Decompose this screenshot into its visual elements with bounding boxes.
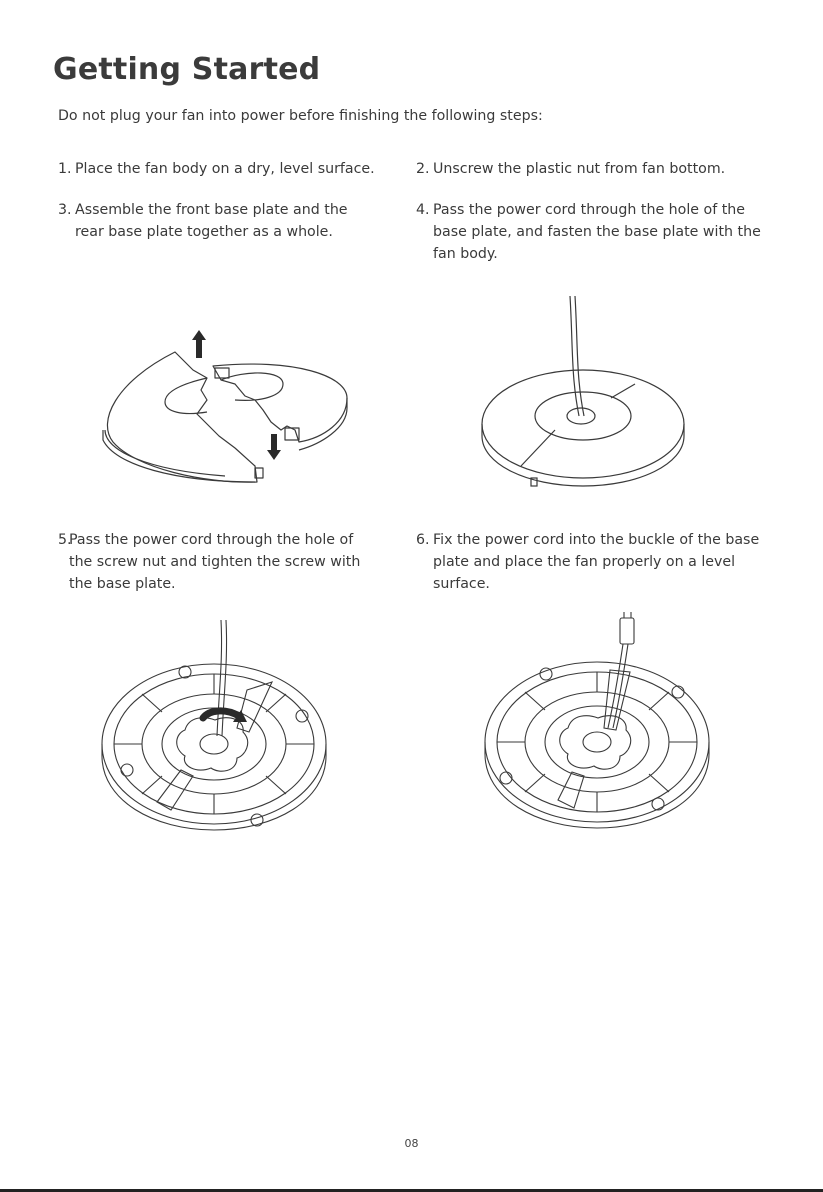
figure-tighten-screw-nut [101, 620, 327, 831]
figure-assemble-base-plates [102, 330, 348, 483]
page-title: Getting Started [53, 52, 321, 87]
intro-text: Do not plug your fan into power before f… [58, 108, 543, 124]
step-1-number: 1. [58, 161, 72, 177]
step-3-text: Assemble the front base plate and the re… [75, 202, 348, 240]
step-3: 3. Assemble the front base plate and the… [58, 199, 375, 243]
step-2-text: Unscrew the plastic nut from fan bottom. [433, 161, 726, 177]
page-number: 08 [404, 1137, 419, 1150]
step-2-number: 2. [416, 161, 430, 177]
figure-pass-cord-base [481, 296, 685, 487]
step-6-number: 6. [416, 532, 430, 548]
step-6: 6. Fix the power cord into the buckle of… [416, 529, 783, 595]
step-1: 1. Place the fan body on a dry, level su… [58, 158, 415, 180]
step-4-number: 4. [416, 202, 430, 218]
step-6-text: Fix the power cord into the buckle of th… [433, 532, 760, 592]
step-3-number: 3. [58, 202, 72, 218]
figure-fix-cord-buckle [484, 612, 710, 829]
step-2: 2. Unscrew the plastic nut from fan bott… [416, 158, 793, 180]
step-5-text: Pass the power cord through the hole of … [69, 532, 361, 592]
bottom-rule [0, 1189, 823, 1192]
step-5-number: 5. [58, 532, 72, 548]
step-5: 5. Pass the power cord through the hole … [58, 529, 364, 595]
step-4: 4. Pass the power cord through the hole … [416, 199, 780, 265]
step-1-text: Place the fan body on a dry, level surfa… [75, 161, 375, 177]
step-4-text: Pass the power cord through the hole of … [433, 202, 761, 262]
